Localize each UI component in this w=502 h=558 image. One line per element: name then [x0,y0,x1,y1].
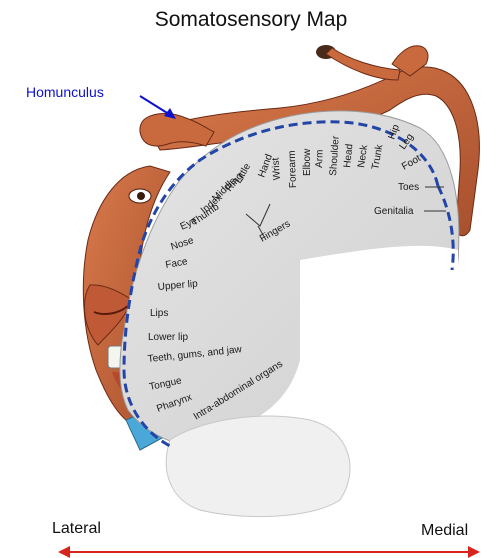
label-toes: Toes [398,182,419,193]
lateral-arrowhead [58,546,70,558]
label-arm: Arm [314,149,326,168]
homunculus-pupil [137,192,145,200]
label-lower-lip: Lower lip [148,332,188,343]
label-forearm: Forearm [287,150,299,188]
white-matter [166,416,350,516]
label-elbow: Elbow [302,148,313,176]
homunculus-leg [326,48,400,80]
medial-label: Medial [421,522,468,540]
medial-arrowhead [468,546,480,558]
page-title: Somatosensory Map [0,8,502,32]
label-genitalia: Genitalia [374,206,414,217]
homunculus-label: Homunculus [26,84,104,100]
label-lips: Lips [150,308,168,319]
lateral-label: Lateral [52,520,101,538]
